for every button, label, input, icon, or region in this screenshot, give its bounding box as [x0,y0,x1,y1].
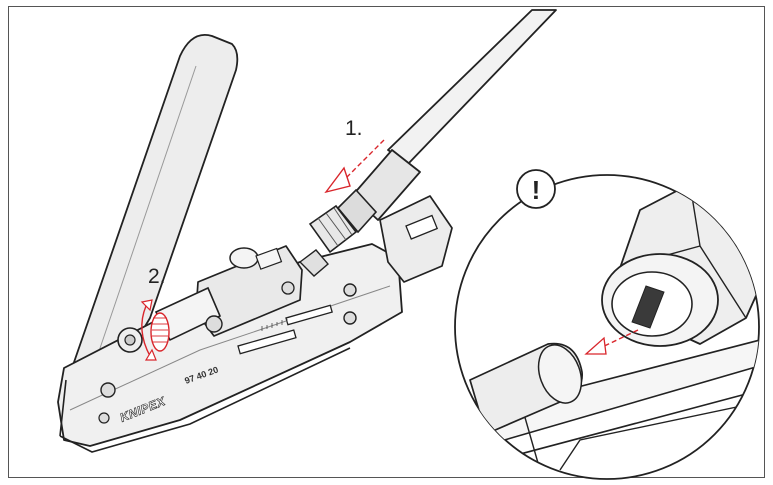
adjustment-dial [117,286,223,353]
tool-body: KNIPEX 97 40 20 [57,243,403,447]
step-arrows [140,139,385,361]
warning-icon: ! [532,175,541,205]
plunger-assembly [195,245,329,337]
connector-jaw [379,195,453,283]
step-2-label: 2. [148,265,166,288]
detail-zoom [454,174,760,480]
step-1-label: 1. [345,117,363,140]
upper-handle [71,34,239,373]
warning-badge: ! [516,169,556,209]
lower-handle [59,347,351,453]
f-connector [308,188,378,254]
